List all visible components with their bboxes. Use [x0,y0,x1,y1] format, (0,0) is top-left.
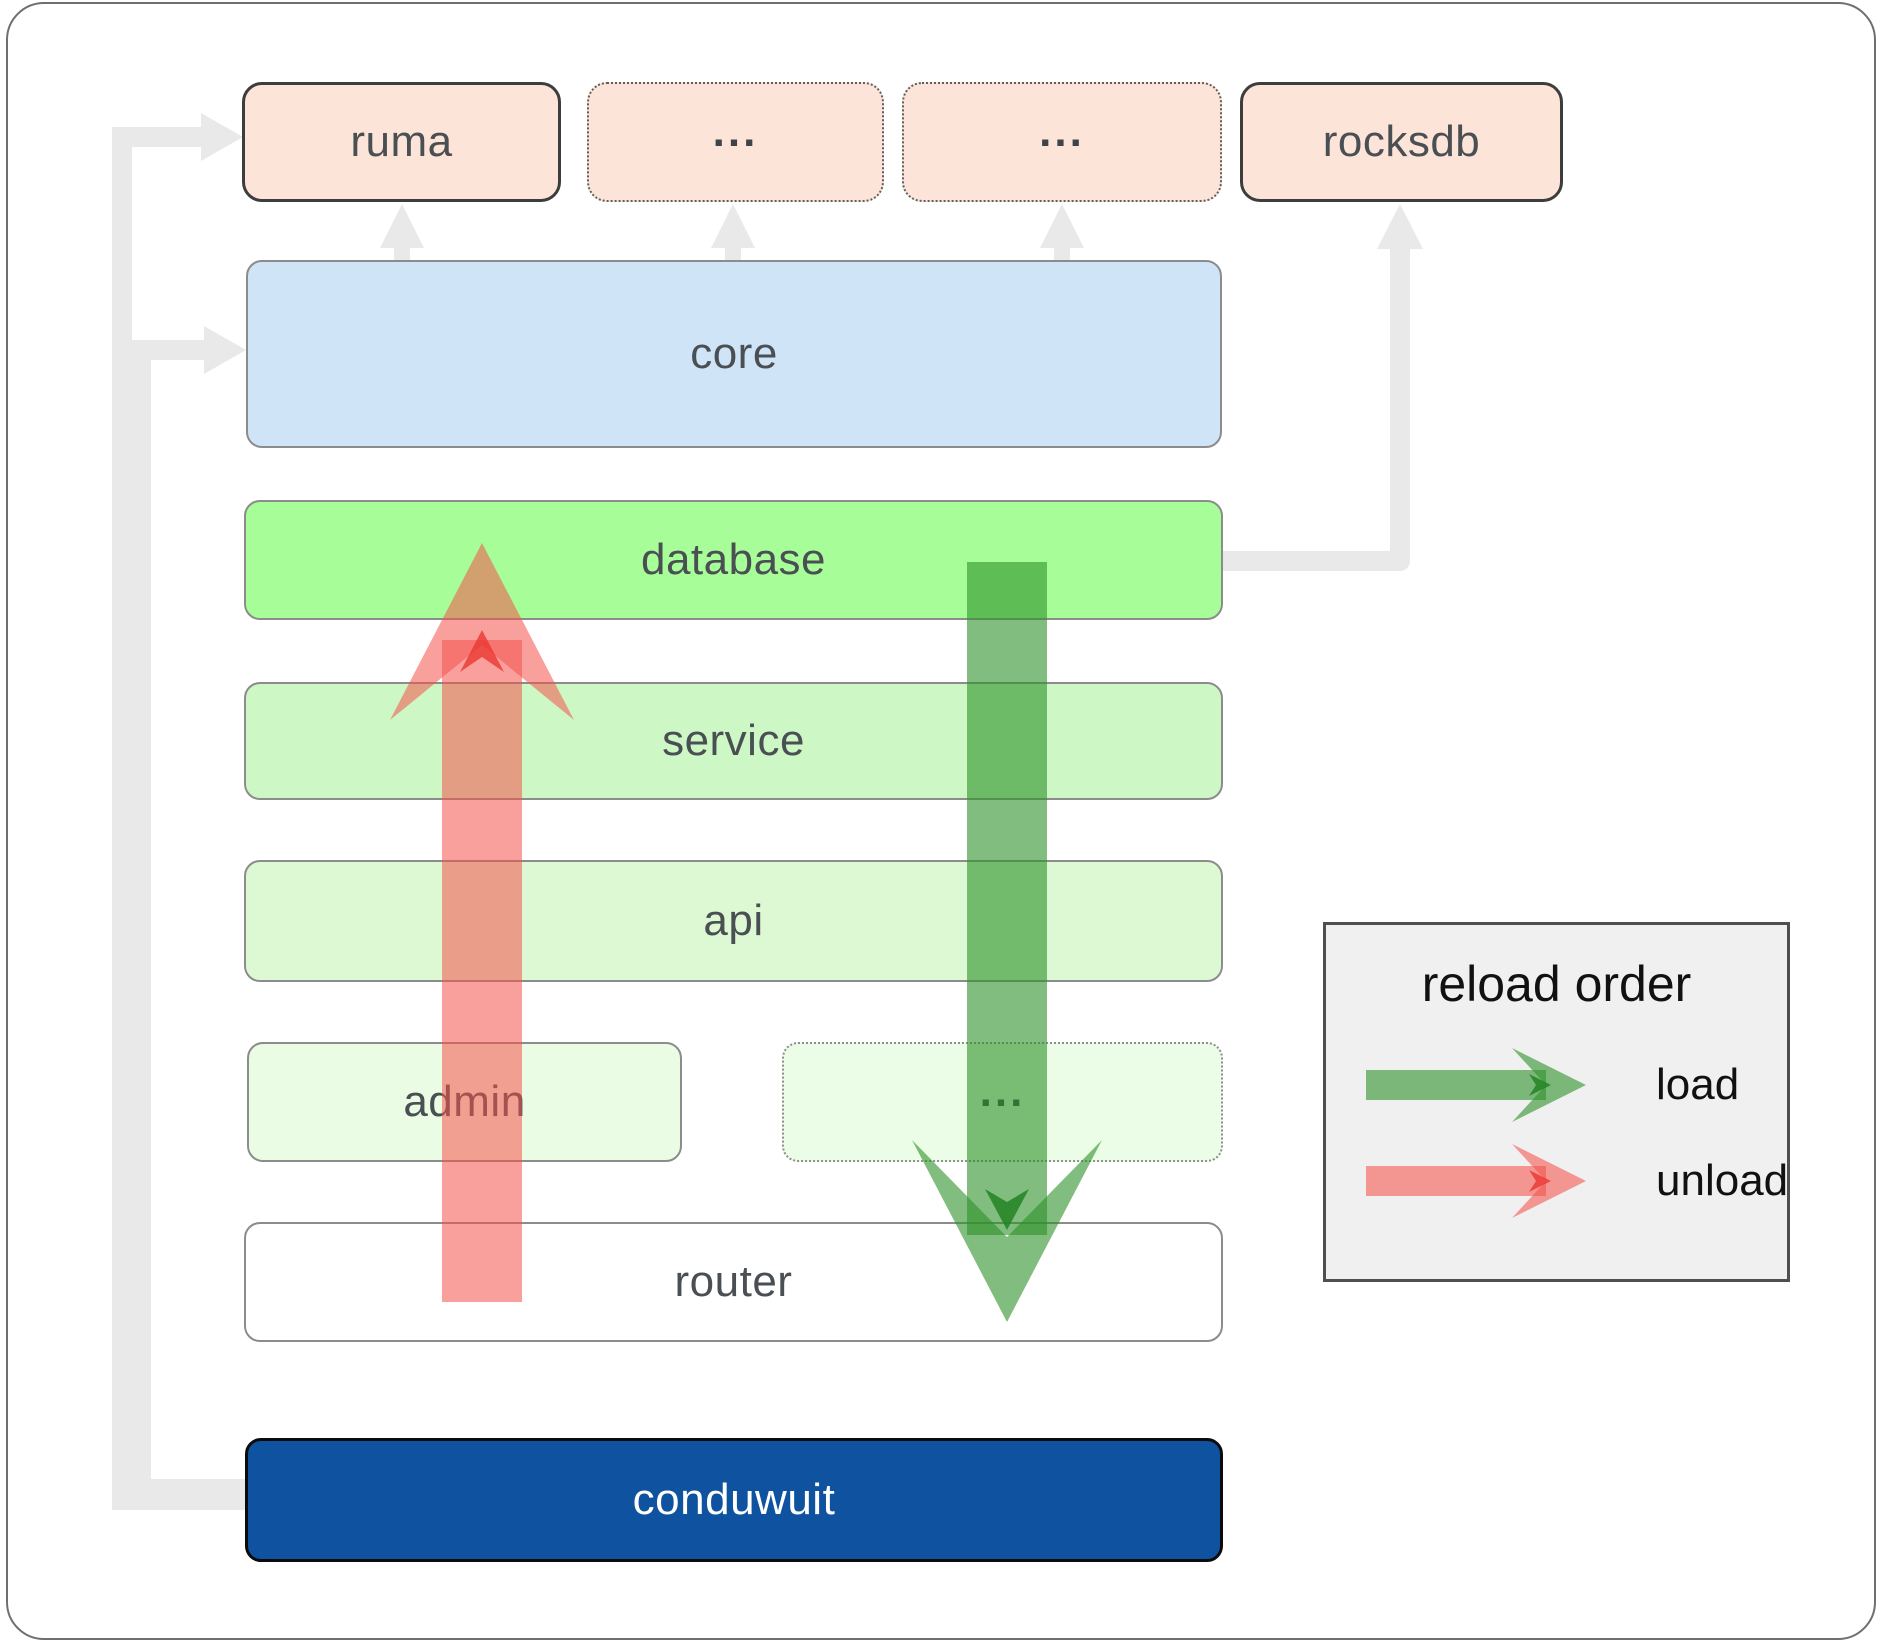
unload-arrow-icon [1366,1144,1586,1218]
legend-unload-label: unload [1656,1156,1789,1205]
node-ellipsis-top-2: ... [902,82,1222,202]
node-database: database [244,500,1223,620]
node-ellipsis-admin-label: ... [979,1067,1026,1116]
arrowhead-core-to-ruma [380,204,424,248]
node-admin-label: admin [403,1077,526,1126]
arrowhead-core-to-ellipsis-1 [711,204,755,248]
node-rocksdb-label: rocksdb [1322,117,1481,166]
legend-reload-order: reload order load unload [1323,922,1790,1282]
node-ellipsis-top-2-label: ... [1039,107,1085,156]
arrowhead-into-ruma [201,113,243,161]
node-api-label: api [703,896,764,945]
node-core: core [246,260,1222,448]
node-conduwuit: conduwuit [245,1438,1223,1562]
node-service: service [244,682,1223,800]
legend-title: reload order [1421,956,1692,1012]
node-database-label: database [640,535,827,584]
node-ellipsis-admin: ... [782,1042,1223,1162]
node-ruma: ruma [242,82,561,202]
arrowhead-into-rocksdb [1377,204,1423,249]
node-service-label: service [662,716,805,765]
node-conduwuit-label: conduwuit [632,1475,836,1524]
node-ellipsis-top-1: ... [587,82,884,202]
legend-row-load: load [1366,1040,1739,1130]
legend-load-label: load [1656,1060,1740,1109]
arrowhead-core-to-ellipsis-2 [1040,204,1084,248]
node-core-label: core [690,329,778,378]
legend-row-unload: unload [1366,1136,1788,1226]
node-ruma-label: ruma [350,117,453,166]
arrowhead-into-core [204,326,246,374]
node-admin: admin [247,1042,682,1162]
node-router-label: router [674,1257,793,1306]
connector-conduwuit-to-ruma [112,127,245,1510]
node-rocksdb: rocksdb [1240,82,1563,202]
node-ellipsis-top-1-label: ... [712,107,759,156]
connector-database-to-rocksdb [1223,246,1410,571]
connector-conduwuit-to-core [131,340,245,1499]
node-api: api [244,860,1223,982]
node-router: router [244,1222,1223,1342]
load-arrow-icon [1366,1048,1586,1122]
